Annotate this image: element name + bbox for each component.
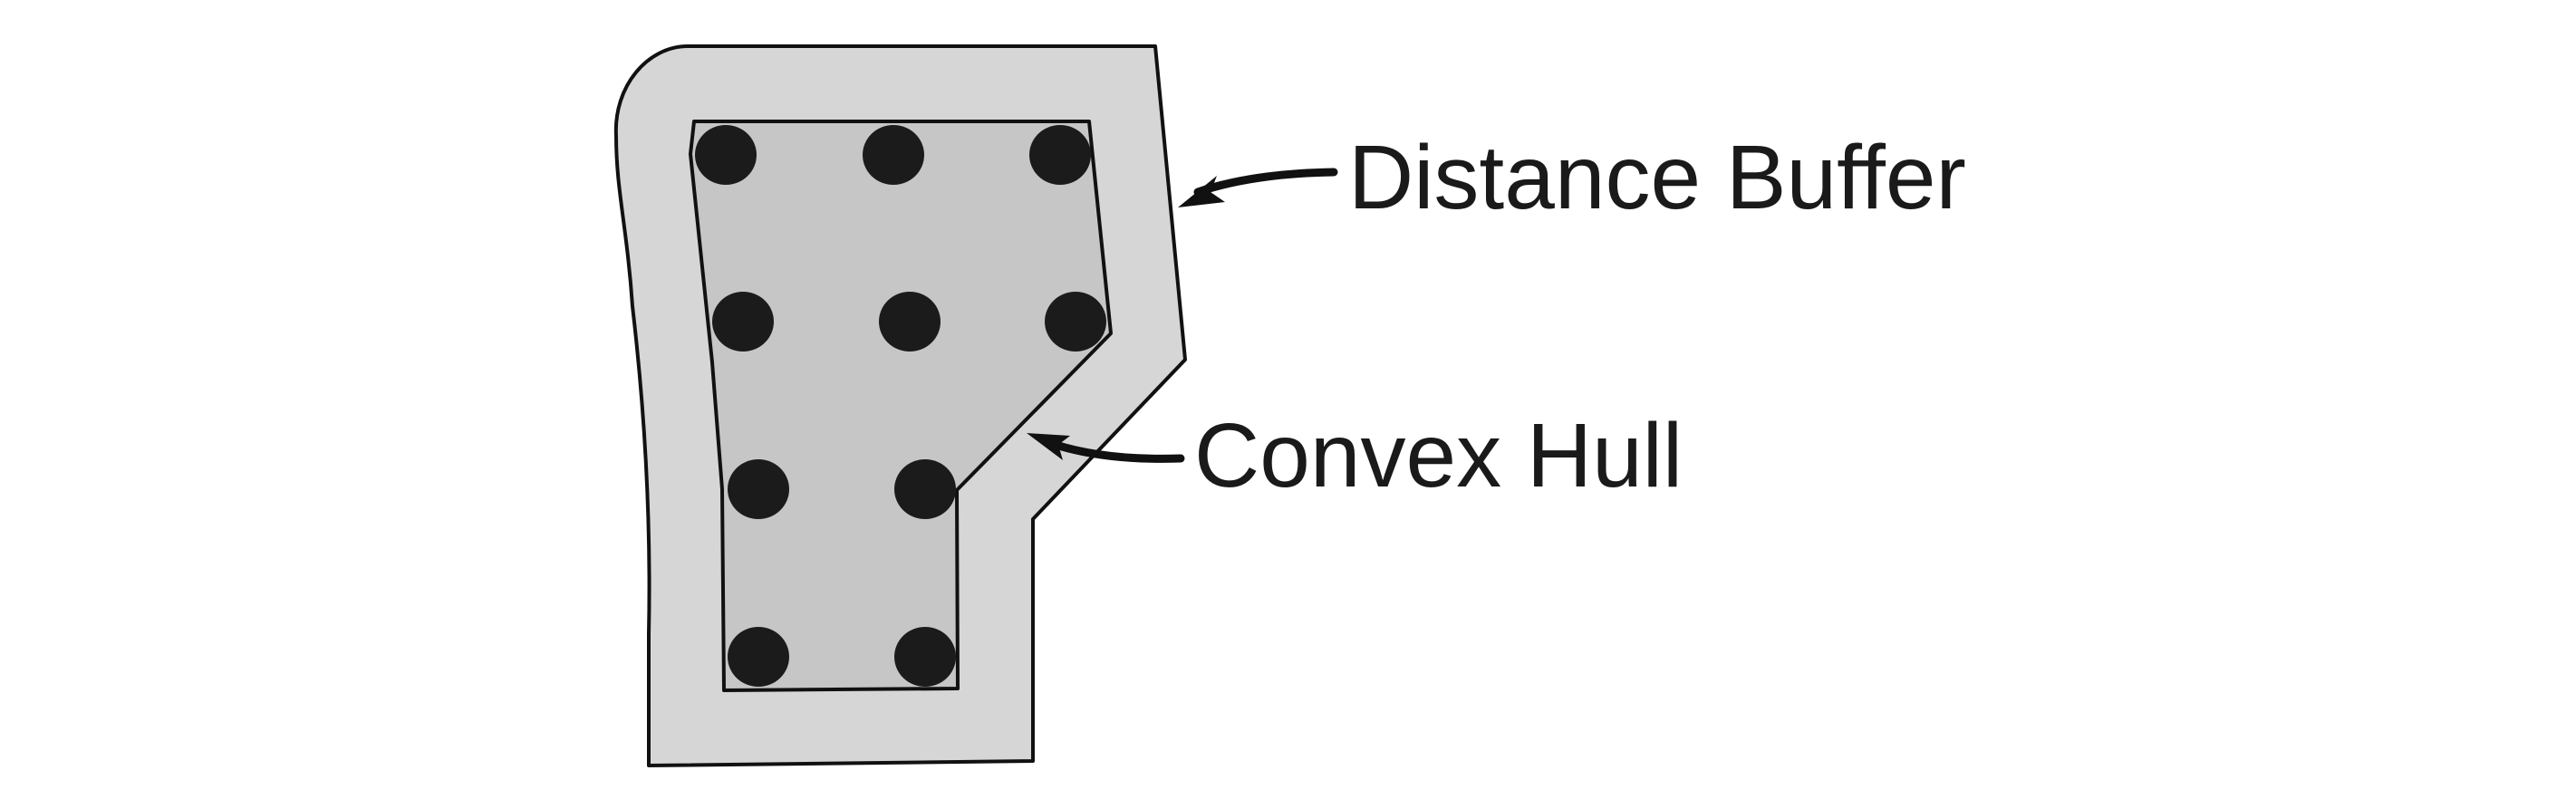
point bbox=[712, 292, 774, 352]
convex-hull-region bbox=[689, 120, 1113, 692]
distance-buffer-arrow-shaft bbox=[1193, 168, 1338, 197]
convex-hull-arrowhead bbox=[1027, 433, 1070, 460]
point bbox=[1045, 292, 1106, 352]
point bbox=[879, 292, 941, 352]
point bbox=[1029, 125, 1091, 185]
point bbox=[894, 459, 956, 519]
point bbox=[695, 125, 757, 185]
point bbox=[728, 459, 789, 519]
convex-hull-label: Convex Hull bbox=[1194, 405, 1683, 506]
point bbox=[863, 125, 924, 185]
point-group bbox=[695, 125, 1106, 687]
distance-buffer-arrow bbox=[1178, 168, 1338, 207]
convex-hull-arrow bbox=[1027, 433, 1185, 463]
distance-buffer-label: Distance Buffer bbox=[1348, 127, 1966, 228]
point bbox=[894, 627, 956, 687]
point bbox=[728, 627, 789, 687]
distance-buffer-arrowhead bbox=[1178, 176, 1225, 207]
convex-hull-arrow-shaft bbox=[1048, 439, 1185, 463]
